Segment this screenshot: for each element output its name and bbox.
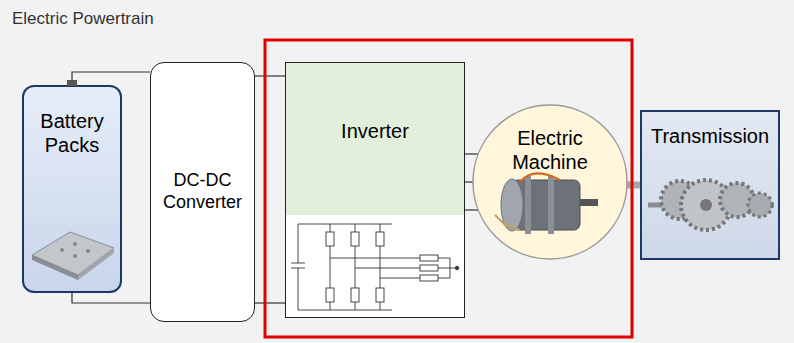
diagram-title: Electric Powertrain	[12, 9, 154, 29]
node-label: DC-DC Converter	[156, 170, 249, 213]
drive-shaft	[627, 182, 640, 189]
node-label: Battery Packs	[28, 109, 116, 157]
battery-illustration	[32, 232, 114, 280]
power-wire	[465, 209, 478, 210]
transmission-box: Transmission	[640, 110, 780, 260]
battery-terminal	[67, 80, 77, 86]
node-label: Electric Machine	[494, 126, 606, 174]
highlight-frame	[265, 40, 632, 337]
inverter-schematic	[291, 224, 459, 310]
node-label: Transmission	[651, 124, 769, 148]
gearbox-illustration	[648, 180, 774, 230]
node-label: Inverter	[341, 119, 409, 143]
machine-circle: Electric Machine	[472, 104, 628, 260]
power-wire	[255, 302, 285, 303]
inverter-box: Inverter	[285, 62, 465, 318]
power-wire	[255, 75, 285, 76]
power-wire	[465, 153, 478, 154]
converter-box: DC-DC Converter	[150, 62, 255, 322]
machine-outline	[473, 105, 627, 259]
power-wire	[72, 72, 150, 85]
battery-box: Battery Packs	[22, 85, 122, 293]
motor-illustration	[495, 174, 598, 235]
power-wire	[72, 293, 150, 303]
power-wire	[465, 181, 473, 182]
